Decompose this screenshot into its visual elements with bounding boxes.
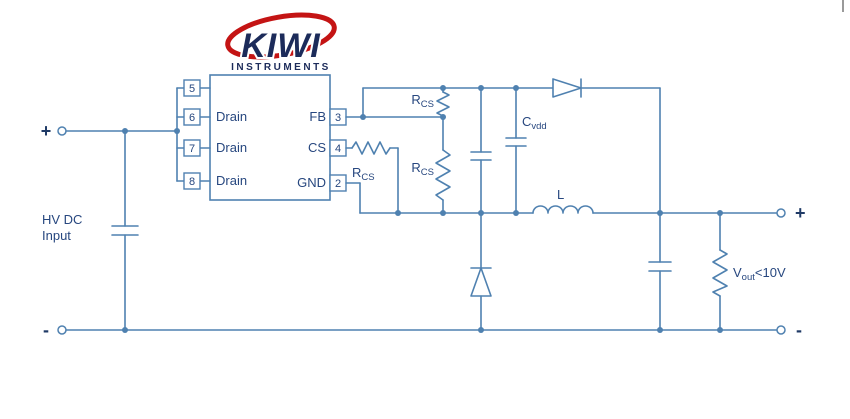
output-minus-sign: -: [796, 320, 802, 340]
junction-dot: [478, 210, 484, 216]
pin-label-drain-6: Drain: [216, 109, 247, 124]
cvdd-label: Cvdd: [522, 114, 547, 132]
junction-dot: [440, 114, 446, 120]
junction-dot: [360, 114, 366, 120]
junction-dot: [122, 327, 128, 333]
rcs-divider-bottom-label: RCS: [411, 160, 434, 178]
inductor-coil: [532, 205, 594, 214]
switcher-ic: 5 6 7 8 Drain Drain Drain 3 4 2 FB CS GN…: [176, 74, 347, 201]
junction-dot: [657, 327, 663, 333]
input-label-line1: HV DC: [42, 212, 82, 227]
pin-number-8: 8: [189, 176, 195, 188]
bypass-capacitor: [470, 87, 492, 214]
pin-box-5: [183, 79, 201, 97]
input-plus-sign: +: [41, 121, 52, 141]
power-stage: Cvdd L Vout<10V + -: [359, 78, 806, 340]
logo: KIWI INSTRUMENTS: [225, 12, 337, 74]
input-capacitor: [111, 130, 139, 331]
pin-label-drain-7: Drain: [216, 140, 247, 155]
output-plus-terminal: [776, 208, 786, 218]
vout-label: Vout<10V: [733, 265, 786, 283]
input-plus-terminal: [57, 126, 67, 136]
freewheeling-diode: [470, 212, 492, 331]
input-minus-terminal: [57, 325, 67, 335]
junction-dot: [122, 128, 128, 134]
junction-dot: [657, 210, 663, 216]
pin-number-5: 5: [189, 83, 195, 95]
resistor-rcs-sense: [351, 141, 391, 155]
junction-dot: [717, 327, 723, 333]
pin-label-gnd: GND: [297, 175, 326, 190]
junction-dot: [478, 85, 484, 91]
rcs-sense-label: RCS: [352, 165, 375, 183]
input-label-line2: Input: [42, 228, 71, 243]
load-resistor: [712, 212, 728, 331]
rcs-divider-top-label: RCS: [411, 92, 434, 110]
logo-brand-text: KIWI: [241, 27, 321, 65]
pin-number-2: 2: [335, 178, 341, 190]
cvdd-capacitor: [505, 87, 527, 214]
inductor-label: L: [557, 187, 564, 202]
input-section: + - HV DC Input: [41, 121, 778, 340]
pin-number-4: 4: [335, 143, 341, 155]
pin-label-cs: CS: [308, 140, 326, 155]
junction-dot: [717, 210, 723, 216]
pin-label-fb: FB: [309, 109, 326, 124]
logo-sub-text: INSTRUMENTS: [231, 62, 331, 73]
logo-swoosh-ellipse: [225, 12, 337, 60]
pin-box-6: [183, 108, 201, 126]
junction-dot: [478, 327, 484, 333]
output-capacitor: [648, 212, 672, 331]
input-minus-sign: -: [43, 320, 49, 340]
feedback-network: RCS RCS RCS: [345, 85, 451, 216]
pin-label-drain-8: Drain: [216, 173, 247, 188]
resistor-rcs-divider-top: [436, 91, 450, 117]
ic-body: [209, 74, 331, 201]
pin-number-7: 7: [189, 143, 195, 155]
output-minus-terminal: [776, 325, 786, 335]
pin-box-8: [183, 172, 201, 190]
resistor-rcs-divider-bottom: [435, 149, 451, 201]
junction-dot: [513, 85, 519, 91]
pin-number-3: 3: [335, 112, 341, 124]
rectifier-diode: [552, 78, 582, 98]
output-plus-sign: +: [795, 203, 806, 223]
pin-number-6: 6: [189, 112, 195, 124]
junction-dot: [513, 210, 519, 216]
pin-box-7: [183, 139, 201, 157]
